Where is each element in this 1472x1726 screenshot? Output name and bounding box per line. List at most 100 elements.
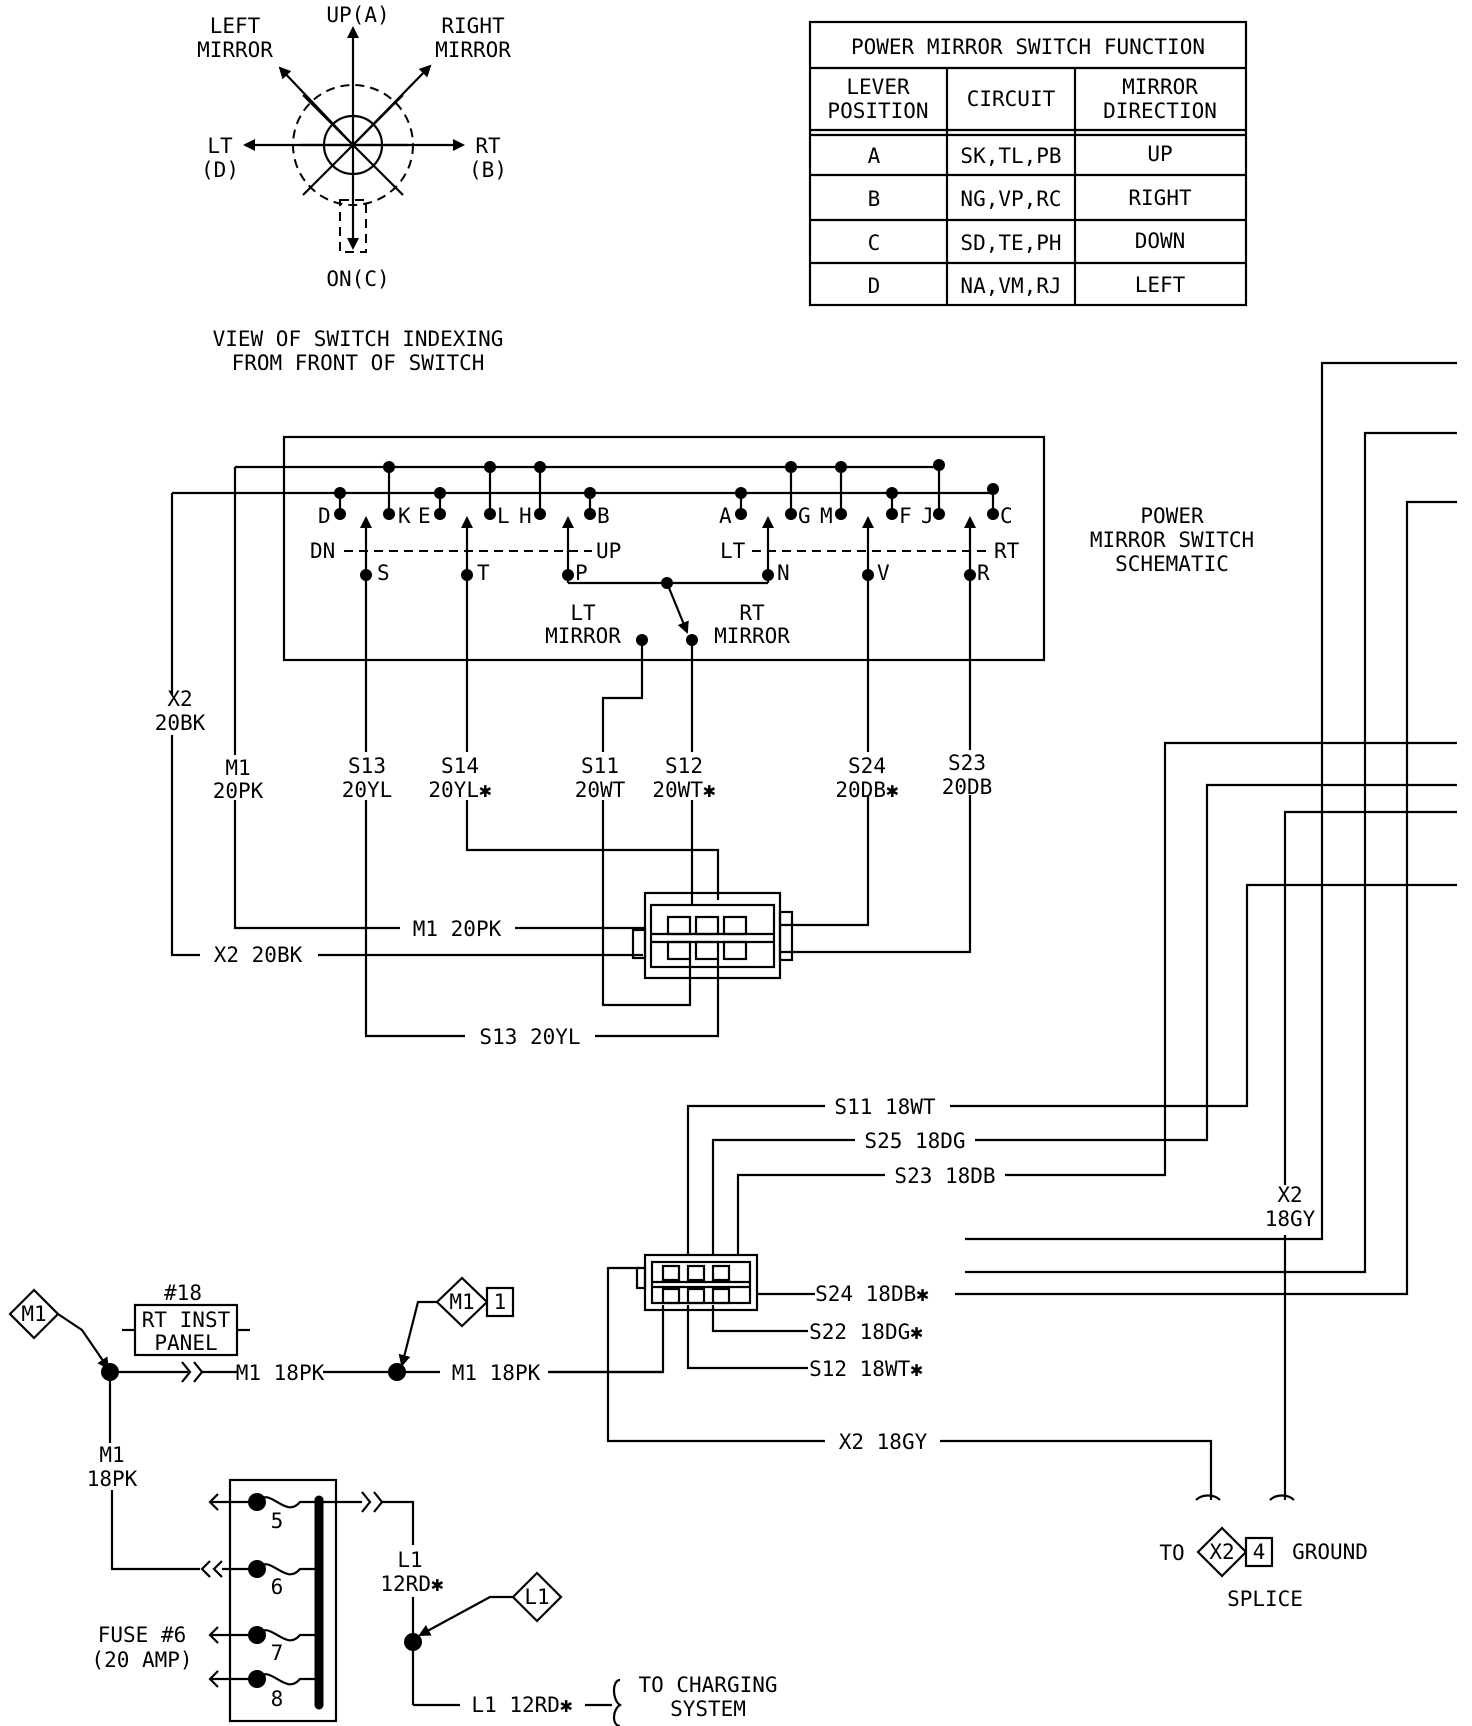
s23-wire-label-2: 20DB xyxy=(942,775,993,799)
splice-label: SPLICE xyxy=(1227,1587,1303,1611)
lt-mirror-label-2: MIRROR xyxy=(545,624,621,648)
header-lever-2: POSITION xyxy=(827,99,928,123)
table-cell-circuit: SD,TE,PH xyxy=(960,231,1061,255)
lt-label-2: (D) xyxy=(201,158,239,182)
ground-label: GROUND xyxy=(1292,1540,1368,1564)
terminal-a: A xyxy=(719,504,732,528)
m1-diamond-label: M1 xyxy=(21,1302,46,1326)
switch-dashed-circle xyxy=(292,84,414,206)
s23-wire-label-1: S23 xyxy=(948,751,986,775)
table-cell-pos: B xyxy=(868,187,881,211)
s12-wire-label-1: S12 xyxy=(665,754,703,778)
to-label: TO xyxy=(1159,1541,1184,1565)
fuse18-label: #18 xyxy=(164,1281,202,1305)
lt-label-1: LT xyxy=(207,134,233,158)
table-cell-circuit: NA,VM,RJ xyxy=(960,274,1061,298)
rt-label-2: (B) xyxy=(469,158,507,182)
indexing-caption-2: FROM FRONT OF SWITCH xyxy=(232,351,485,375)
l1-vertical-label-2: 12RD✱ xyxy=(380,1572,444,1596)
table-cell-dir: LEFT xyxy=(1135,273,1186,297)
up-label-schematic: UP xyxy=(596,539,621,563)
s24-18db-label: S24 18DB✱ xyxy=(815,1282,929,1306)
s14-wire-label-2: 20YL✱ xyxy=(428,778,492,802)
terminal-p: P xyxy=(575,561,588,585)
table-title: POWER MIRROR SWITCH FUNCTION xyxy=(851,35,1205,59)
x2-20bk-label: X2 20BK xyxy=(214,943,303,967)
charging-system-label-1: TO CHARGING xyxy=(638,1673,777,1697)
fuse6-label-1: FUSE #6 xyxy=(98,1623,187,1647)
switch-connector xyxy=(631,891,794,980)
terminal-n: N xyxy=(777,561,790,585)
schematic-title-1: POWER xyxy=(1140,504,1204,528)
terminal-v: V xyxy=(877,561,890,585)
terminal-c: C xyxy=(1000,504,1013,528)
x2-wire-label-1: X2 xyxy=(167,687,192,711)
switch-function-table: POWER MIRROR SWITCH FUNCTION LEVER POSIT… xyxy=(808,20,1248,307)
x2-splice-label: X2 xyxy=(1209,1540,1234,1564)
terminal-m: M xyxy=(820,504,833,528)
terminal-d: D xyxy=(318,504,331,528)
left-mirror-label-1: LEFT xyxy=(210,14,261,38)
s11-wire-label-1: S11 xyxy=(581,754,619,778)
s24-wire-label-1: S24 xyxy=(848,754,886,778)
terminal-e: E xyxy=(418,504,431,528)
s23-18db-label: S23 18DB xyxy=(894,1164,995,1188)
terminal-t: T xyxy=(477,561,490,585)
m1-18pk-vertical-label-2: 18PK xyxy=(87,1467,138,1491)
table-cell-circuit: NG,VP,RC xyxy=(960,187,1061,211)
power-feed: M1 M1 18PK M1 18PK #18 RT INST PANEL M1 … xyxy=(8,1276,778,1726)
table-cell-dir: UP xyxy=(1147,142,1172,166)
s12-18wt-label: S12 18WT✱ xyxy=(809,1357,923,1381)
schematic-title-2: MIRROR SWITCH xyxy=(1090,528,1254,552)
header-lever-1: LEVER xyxy=(846,75,910,99)
l1-12rd-label: L1 12RD✱ xyxy=(471,1693,573,1717)
m1-18pk-vertical-label-1: M1 xyxy=(99,1443,124,1467)
switch-indexing-view: UP(A) LEFT MIRROR RIGHT MIRROR LT (D) RT… xyxy=(197,3,511,375)
terminal-l: L xyxy=(497,504,510,528)
charging-system-label-2: SYSTEM xyxy=(670,1697,746,1721)
switch-knob-circle xyxy=(322,114,384,176)
table-cell-dir: DOWN xyxy=(1135,229,1186,253)
table-cell-pos: D xyxy=(868,274,881,298)
lt-mirror-label-1: LT xyxy=(570,601,596,625)
x2-splice-number: 4 xyxy=(1253,1540,1266,1564)
header-direction-1: MIRROR xyxy=(1122,75,1198,99)
s12-wire-label-2: 20WT✱ xyxy=(652,778,716,802)
right-mirror-label-2: MIRROR xyxy=(435,38,511,62)
switch-wires: X2 20BK X2 20BK M1 20PK M1 20PK S13 20YL… xyxy=(155,467,993,1049)
terminal-g: G xyxy=(798,504,811,528)
l1-vertical-label-1: L1 xyxy=(397,1548,422,1572)
x2-wire-label-2: 20BK xyxy=(155,711,206,735)
m1-18pk-label-a: M1 18PK xyxy=(236,1361,325,1385)
x2-18gy-vertical-label-2: 18GY xyxy=(1265,1207,1316,1231)
x2-18gy-label: X2 18GY xyxy=(839,1430,928,1454)
s24-wire-label-2: 20DB✱ xyxy=(835,778,899,802)
s13-20yl-label: S13 20YL xyxy=(479,1025,580,1049)
indexing-caption-1: VIEW OF SWITCH INDEXING xyxy=(213,327,504,351)
s14-wire-label-1: S14 xyxy=(441,754,479,778)
m1-18pk-label-b: M1 18PK xyxy=(452,1361,541,1385)
table-cell-pos: C xyxy=(868,231,881,255)
terminal-f: F xyxy=(899,504,912,528)
rt-label-1: RT xyxy=(475,134,501,158)
schematic-title-3: SCHEMATIC xyxy=(1115,552,1229,576)
right-harness: X2 18GY xyxy=(950,361,1457,1500)
table-cell-circuit: SK,TL,PB xyxy=(960,144,1061,168)
switch-lever-outline xyxy=(339,199,367,253)
splice-dot-l1 xyxy=(404,1633,422,1651)
lt-label-schematic: LT xyxy=(720,539,746,563)
rt-mirror-label-2: MIRROR xyxy=(714,624,790,648)
dn-label: DN xyxy=(310,539,335,563)
lower-connector xyxy=(635,1253,759,1312)
terminal-h: H xyxy=(519,504,532,528)
fuse-number: 6 xyxy=(271,1575,284,1599)
l1-diamond xyxy=(511,1571,563,1623)
rt-mirror-label-1: RT xyxy=(739,601,765,625)
m1-ref-number: 1 xyxy=(494,1290,507,1314)
terminal-j: J xyxy=(921,504,934,528)
s11-wire-label-2: 20WT xyxy=(575,778,626,802)
s22-18dg-label: S22 18DG✱ xyxy=(809,1320,923,1344)
rt-label-schematic: RT xyxy=(994,539,1020,563)
m1-20pk-label: M1 20PK xyxy=(413,917,502,941)
